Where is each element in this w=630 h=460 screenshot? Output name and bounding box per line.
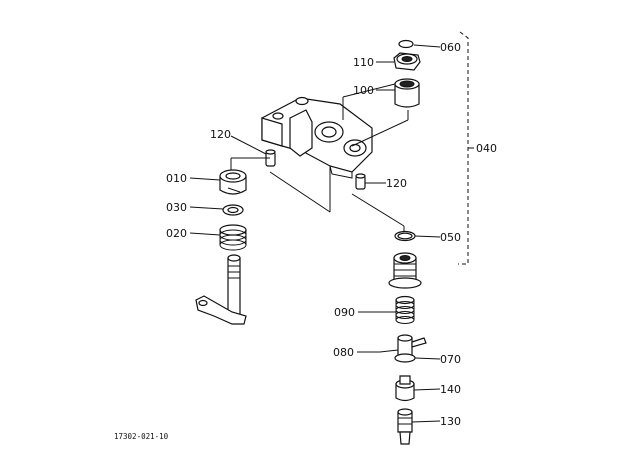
- callout-label-040: 040: [476, 142, 497, 155]
- spring-part-020: [219, 224, 247, 251]
- pin-part-120-upper: [265, 149, 276, 167]
- sleeve-part-100: [394, 78, 420, 108]
- callout-label-070: 070: [440, 353, 461, 366]
- disc-part-060: [398, 39, 414, 49]
- nut-part-110: [393, 52, 421, 71]
- callout-label-090: 090: [334, 306, 355, 319]
- collar-part-010: [219, 169, 247, 195]
- assembly-leader-lines: [230, 83, 409, 232]
- callout-label-030: 030: [166, 201, 187, 214]
- cylinder-body-part-040: [388, 252, 422, 289]
- callout-label-130: 130: [440, 415, 461, 428]
- callout-label-050: 050: [440, 231, 461, 244]
- pin-part-120-lower: [355, 173, 366, 190]
- callout-label-020: 020: [166, 227, 187, 240]
- callout-label-010: 010: [166, 172, 187, 185]
- plunger-part-070: [394, 334, 427, 363]
- callout-label-110: 110: [353, 56, 374, 69]
- callout-020: 020: [166, 227, 221, 240]
- housing-bracket: [261, 96, 373, 179]
- callout-030: 030: [166, 201, 224, 214]
- callout-040: 040: [476, 142, 497, 155]
- callout-label-120-upper: 120: [210, 128, 231, 141]
- valve-part-140: [395, 375, 415, 402]
- lever-shaft: [195, 254, 247, 325]
- oring-part-050: [394, 230, 416, 242]
- callout-100: 100: [353, 84, 395, 97]
- callout-050: 050: [414, 231, 461, 244]
- callout-010: 010: [166, 172, 221, 185]
- callout-120-lower: 120: [365, 177, 407, 190]
- callout-140: 140: [413, 383, 461, 396]
- callout-label-060: 060: [440, 41, 461, 54]
- bracket-040: [458, 31, 474, 265]
- callout-110: 110: [353, 56, 394, 69]
- callout-label-140: 140: [440, 383, 461, 396]
- callout-060: 060: [413, 41, 461, 54]
- ring-part-030: [222, 204, 244, 216]
- callout-label-080: 080: [333, 346, 354, 359]
- callout-label-100: 100: [353, 84, 374, 97]
- callout-080: 080: [333, 346, 380, 359]
- callout-130: 130: [411, 415, 461, 428]
- callout-label-120-lower: 120: [386, 177, 407, 190]
- spring-part-090: [395, 295, 415, 324]
- pin-part-080: [379, 349, 399, 353]
- callout-090: 090: [334, 306, 396, 319]
- nozzle-part-130: [397, 408, 413, 445]
- callout-120-upper: 120: [210, 128, 267, 155]
- figure-code: 17302-021-10: [114, 432, 169, 441]
- callout-070: 070: [414, 353, 461, 366]
